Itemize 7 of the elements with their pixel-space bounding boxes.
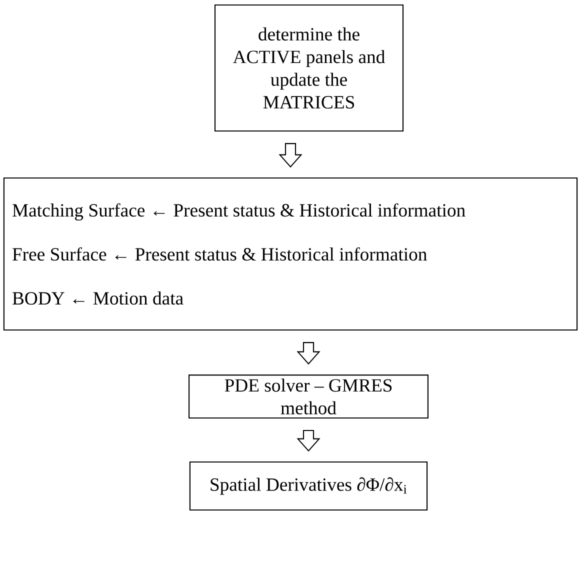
- process-box: PDE solver – GMRES method: [188, 374, 428, 418]
- block-arrow: [278, 143, 302, 168]
- block-arrow: [296, 342, 320, 365]
- process-box: Spatial Derivatives ∂Φ/∂x$_{i}$: [189, 461, 428, 511]
- block-arrow: [296, 430, 320, 452]
- process-box: Matching Surface ← Present status & Historical information Free Surface ← Present status & Historical information BODY ← Motion data: [3, 177, 578, 331]
- process-box: determine the ACTIVE panels and update the MATRICES: [214, 4, 404, 132]
